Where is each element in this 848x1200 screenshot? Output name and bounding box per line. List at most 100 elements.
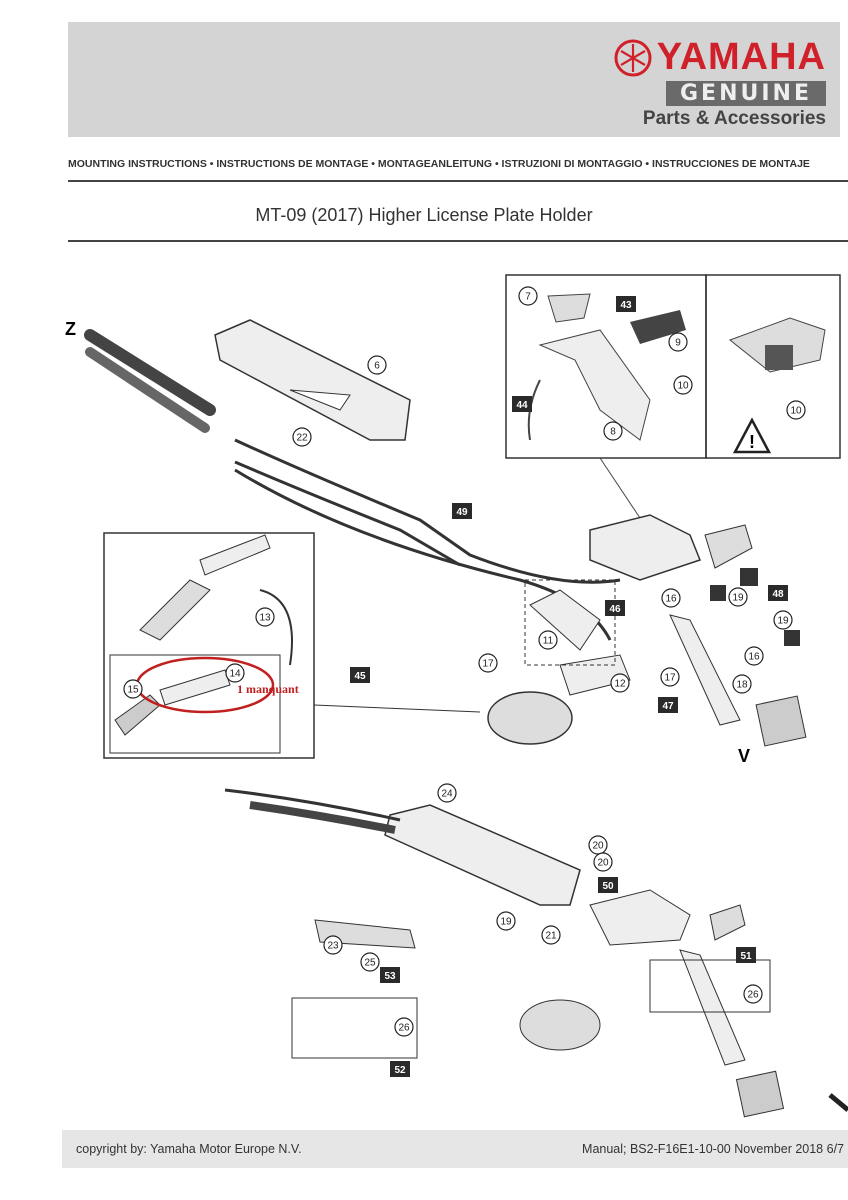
wire-shape xyxy=(234,460,461,567)
indicator-lens-shape xyxy=(519,999,601,1051)
plate-holder-detail-shape xyxy=(538,329,651,441)
reflector-shape xyxy=(755,695,807,747)
footer-manual: Manual; BS2-F16E1-10-00 November 2018 6/… xyxy=(582,1142,844,1156)
part-callout-circle xyxy=(732,674,752,694)
callout-line xyxy=(599,457,641,519)
part-callout-circle xyxy=(744,646,764,666)
part-number-label: 12 xyxy=(614,679,626,690)
part-callout-circle xyxy=(541,925,561,945)
clip-shape xyxy=(784,630,800,646)
clip-shape xyxy=(740,568,758,586)
part-callout-circle xyxy=(292,427,312,447)
warning-frame xyxy=(705,274,841,459)
warning-triangle-icon xyxy=(732,417,772,454)
part-number-label: 16 xyxy=(665,594,677,605)
wire-loom-shape xyxy=(249,801,396,834)
step-number-label: 47 xyxy=(662,701,674,712)
step-number-label: 43 xyxy=(620,300,632,311)
detail-frame xyxy=(649,959,771,1013)
part-number-label: 8 xyxy=(610,427,616,438)
step-number-label: 51 xyxy=(740,951,752,962)
part-callout-circle xyxy=(225,663,245,683)
indicator-lens-shape xyxy=(487,691,573,745)
step-number-label: 48 xyxy=(772,589,784,600)
step-number-label: 45 xyxy=(354,671,366,682)
exploded-diagram: ! 1 manquant Z V xyxy=(65,274,848,1118)
part-number-label: 22 xyxy=(296,433,308,444)
footer-copyright: copyright by: Yamaha Motor Europe N.V. xyxy=(76,1142,302,1156)
step-box xyxy=(768,585,788,601)
wire-shape xyxy=(234,438,621,584)
part-number-label: 9 xyxy=(675,338,681,349)
part-number-label: 18 xyxy=(736,680,748,691)
part-number-label: 21 xyxy=(545,931,557,942)
part-callout-circle xyxy=(660,667,680,687)
part-callout-circle xyxy=(323,935,343,955)
tuning-fork-emblem-icon xyxy=(614,39,652,76)
dashed-group-frame xyxy=(524,579,616,666)
wire-loom-shape xyxy=(85,347,210,433)
part-number-label: 10 xyxy=(677,381,689,392)
clip-shape xyxy=(710,585,726,601)
part-callout-circle xyxy=(538,630,558,650)
step-box xyxy=(736,947,756,963)
part-number-label: 11 xyxy=(543,636,554,647)
part-number-label: 16 xyxy=(748,652,760,663)
step-number-label: 44 xyxy=(516,400,528,411)
part-number-label: 20 xyxy=(592,841,604,852)
wire-loom-shape xyxy=(84,329,216,416)
cable-clip-shape xyxy=(765,345,793,370)
indicator-lamp-shape xyxy=(139,579,211,641)
part-number-label: 17 xyxy=(482,659,494,670)
tail-light-shape xyxy=(630,310,686,344)
step-box xyxy=(616,296,636,312)
brand-logo: YAMAHA GENUINE Parts & Accessories xyxy=(613,36,826,130)
detail-frame xyxy=(291,997,418,1059)
instructions-line: MOUNTING INSTRUCTIONS • INSTRUCTIONS DE … xyxy=(68,158,810,170)
part-number-label: 19 xyxy=(500,917,512,928)
brand-parts: Parts & Accessories xyxy=(642,108,826,129)
part-callout-circle xyxy=(661,588,681,608)
warning-symbol: ! xyxy=(749,432,755,452)
part-callout-circle xyxy=(773,610,793,630)
part-callout-circle xyxy=(437,783,457,803)
part-number-label: 7 xyxy=(525,292,531,303)
part-number-label: 19 xyxy=(732,593,744,604)
plate-arm-shape xyxy=(669,614,741,726)
missing-note: 1 manquant xyxy=(237,682,299,696)
step-box xyxy=(452,503,472,519)
cover-piece-shape xyxy=(547,293,591,323)
label-v: V xyxy=(738,746,750,766)
part-number-label: 6 xyxy=(374,361,380,372)
part-number-label: 10 xyxy=(790,406,802,417)
step-box xyxy=(390,1061,410,1077)
indicator-stem-shape xyxy=(199,534,271,576)
part-callout-circle xyxy=(496,911,516,931)
part-number-label: 26 xyxy=(747,990,759,1001)
step-number-label: 52 xyxy=(394,1065,406,1076)
part-number-label: 14 xyxy=(229,669,241,680)
part-number-label: 25 xyxy=(364,958,376,969)
footer-band xyxy=(62,1130,848,1168)
part-number-label: 26 xyxy=(398,1023,410,1034)
part-callout-circle xyxy=(603,421,623,441)
part-callout-circle xyxy=(478,653,498,673)
part-number-label: 23 xyxy=(327,941,339,952)
part-callout-circle xyxy=(518,286,538,306)
brand-name: YAMAHA xyxy=(656,36,826,78)
step-number-label: 50 xyxy=(602,881,614,892)
divider xyxy=(68,240,848,242)
step-box xyxy=(598,877,618,893)
part-callout-circle xyxy=(123,679,143,699)
bracket-11-shape xyxy=(529,589,601,651)
part-callout-circle xyxy=(360,952,380,972)
lower-bracket-shape xyxy=(384,804,581,906)
part-callout-circle xyxy=(673,375,693,395)
header-band: YAMAHA GENUINE Parts & Accessories xyxy=(68,22,840,137)
indicator-stem-shape xyxy=(159,669,231,706)
indicator-subframe xyxy=(109,654,281,754)
part-number-label: 24 xyxy=(441,789,453,800)
arrow-icon xyxy=(828,1093,848,1112)
